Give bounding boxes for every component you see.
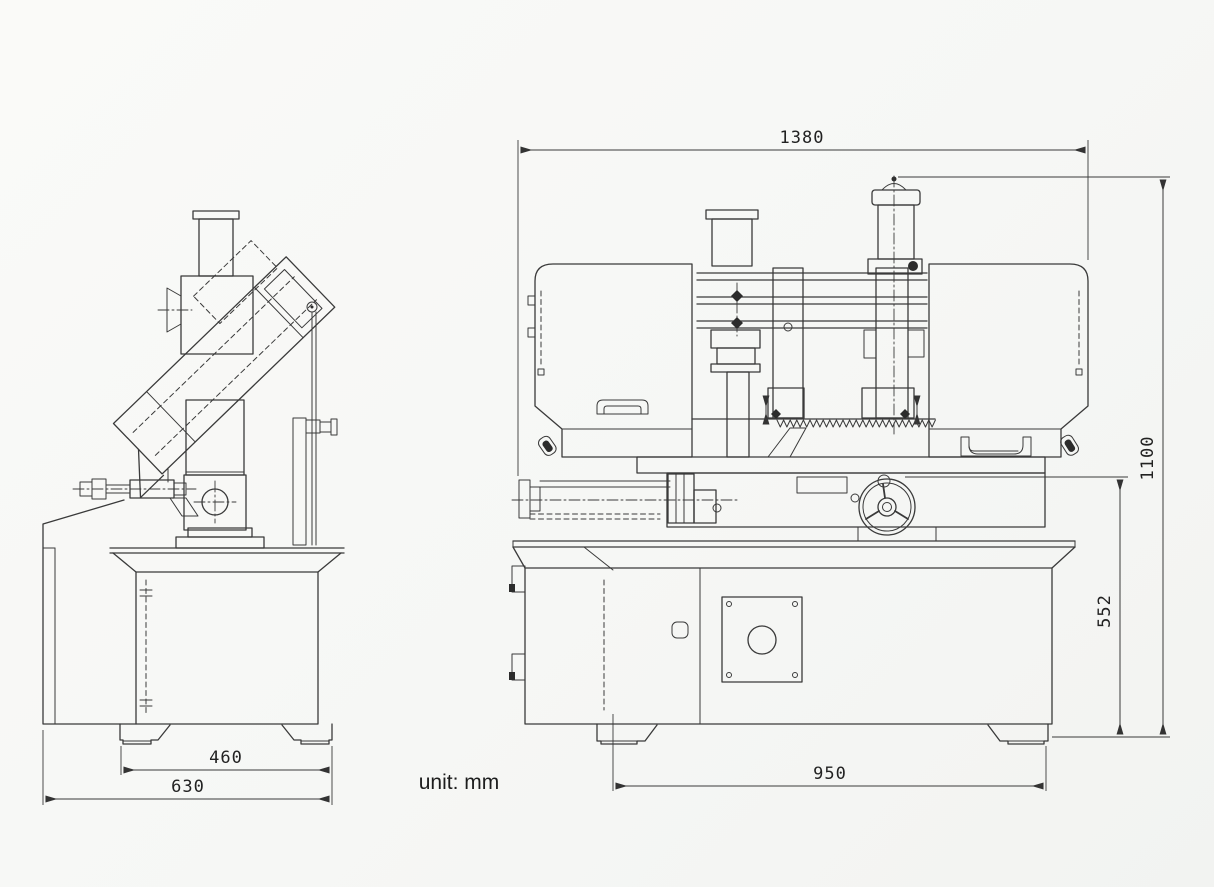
right-guide-arm [875,267,909,419]
handwheel [857,474,937,542]
dim-bed-height: 552 [905,476,1128,735]
side-feet [119,723,333,745]
column-cap [192,210,240,277]
dim-label-950: 950 [813,764,847,784]
side-base [42,499,345,745]
dim-label-1380: 1380 [780,128,825,148]
right-housing-latch [1060,434,1079,456]
rod-clamp [305,419,321,434]
dim-base-depth: 630 [42,730,330,805]
saw-frame [112,240,336,499]
dim-base-length: 950 [612,714,1047,791]
dim-foot-span: 460 [120,746,333,805]
saw-blade [691,418,936,428]
left-post-cap [705,209,759,220]
chip-chute [42,499,137,725]
dim-overall-length: 1380 [517,128,1089,476]
dim-label-552: 552 [1095,594,1115,628]
dim-label-1100: 1100 [1138,436,1158,481]
left-housing-handle [596,399,649,415]
dimensions: 1380 1100 552 950 460 [42,128,1170,805]
dim-label-630: 630 [171,777,205,797]
cabinet-side [135,571,319,725]
swivel-bed [636,456,1046,528]
frame-pivot-and-rod [292,301,338,546]
blade-teeth [776,419,936,428]
access-plate [721,596,803,683]
chip-brush-bracket [767,427,807,458]
side-view [42,210,345,745]
left-guide-arm [772,267,804,419]
vise-screw [72,467,199,517]
column-body [183,399,247,531]
tension-cylinder [867,175,923,437]
dim-label-460: 460 [209,748,243,768]
feed-cylinder [511,473,741,524]
blade-guide-assembly [691,175,936,458]
left-wheel-housing [527,263,693,458]
left-post [711,218,753,267]
front-feet [596,723,1049,745]
crank-handle [877,474,891,488]
front-view [509,175,1089,745]
unit-note: unit: mm [419,771,500,794]
door-hinges [509,565,526,681]
right-wheel-housing [928,263,1089,458]
right-housing-handle [960,436,1032,457]
left-housing-latch [537,435,557,456]
motor-outline [193,240,278,325]
base-cabinet [509,540,1076,745]
dim-overall-height: 1100 [898,176,1170,738]
clamp-knob [330,418,338,436]
head-housing [157,275,254,355]
door-knob [671,621,689,639]
